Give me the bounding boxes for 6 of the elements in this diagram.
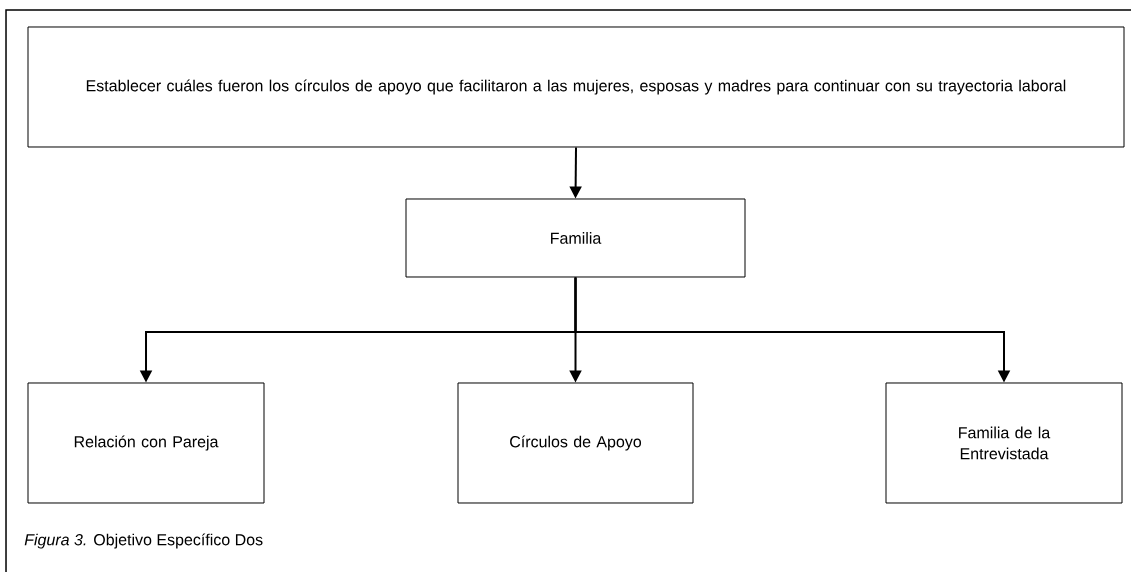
- process-box: Círculos de Apoyo: [457, 382, 694, 504]
- process-box: Establecer cuáles fueron los círculos de apoyo que facilitaron a las mujeres, esposas y madres para continuar con su trayectoria laboral: [27, 26, 1125, 148]
- process-box: Familia: [405, 198, 746, 278]
- caption: Figura 3. Objetivo Específico Dos: [24, 533, 263, 549]
- process-box: Familia de la Entrevistada: [885, 382, 1123, 504]
- process-box: Relación con Pareja: [27, 382, 265, 504]
